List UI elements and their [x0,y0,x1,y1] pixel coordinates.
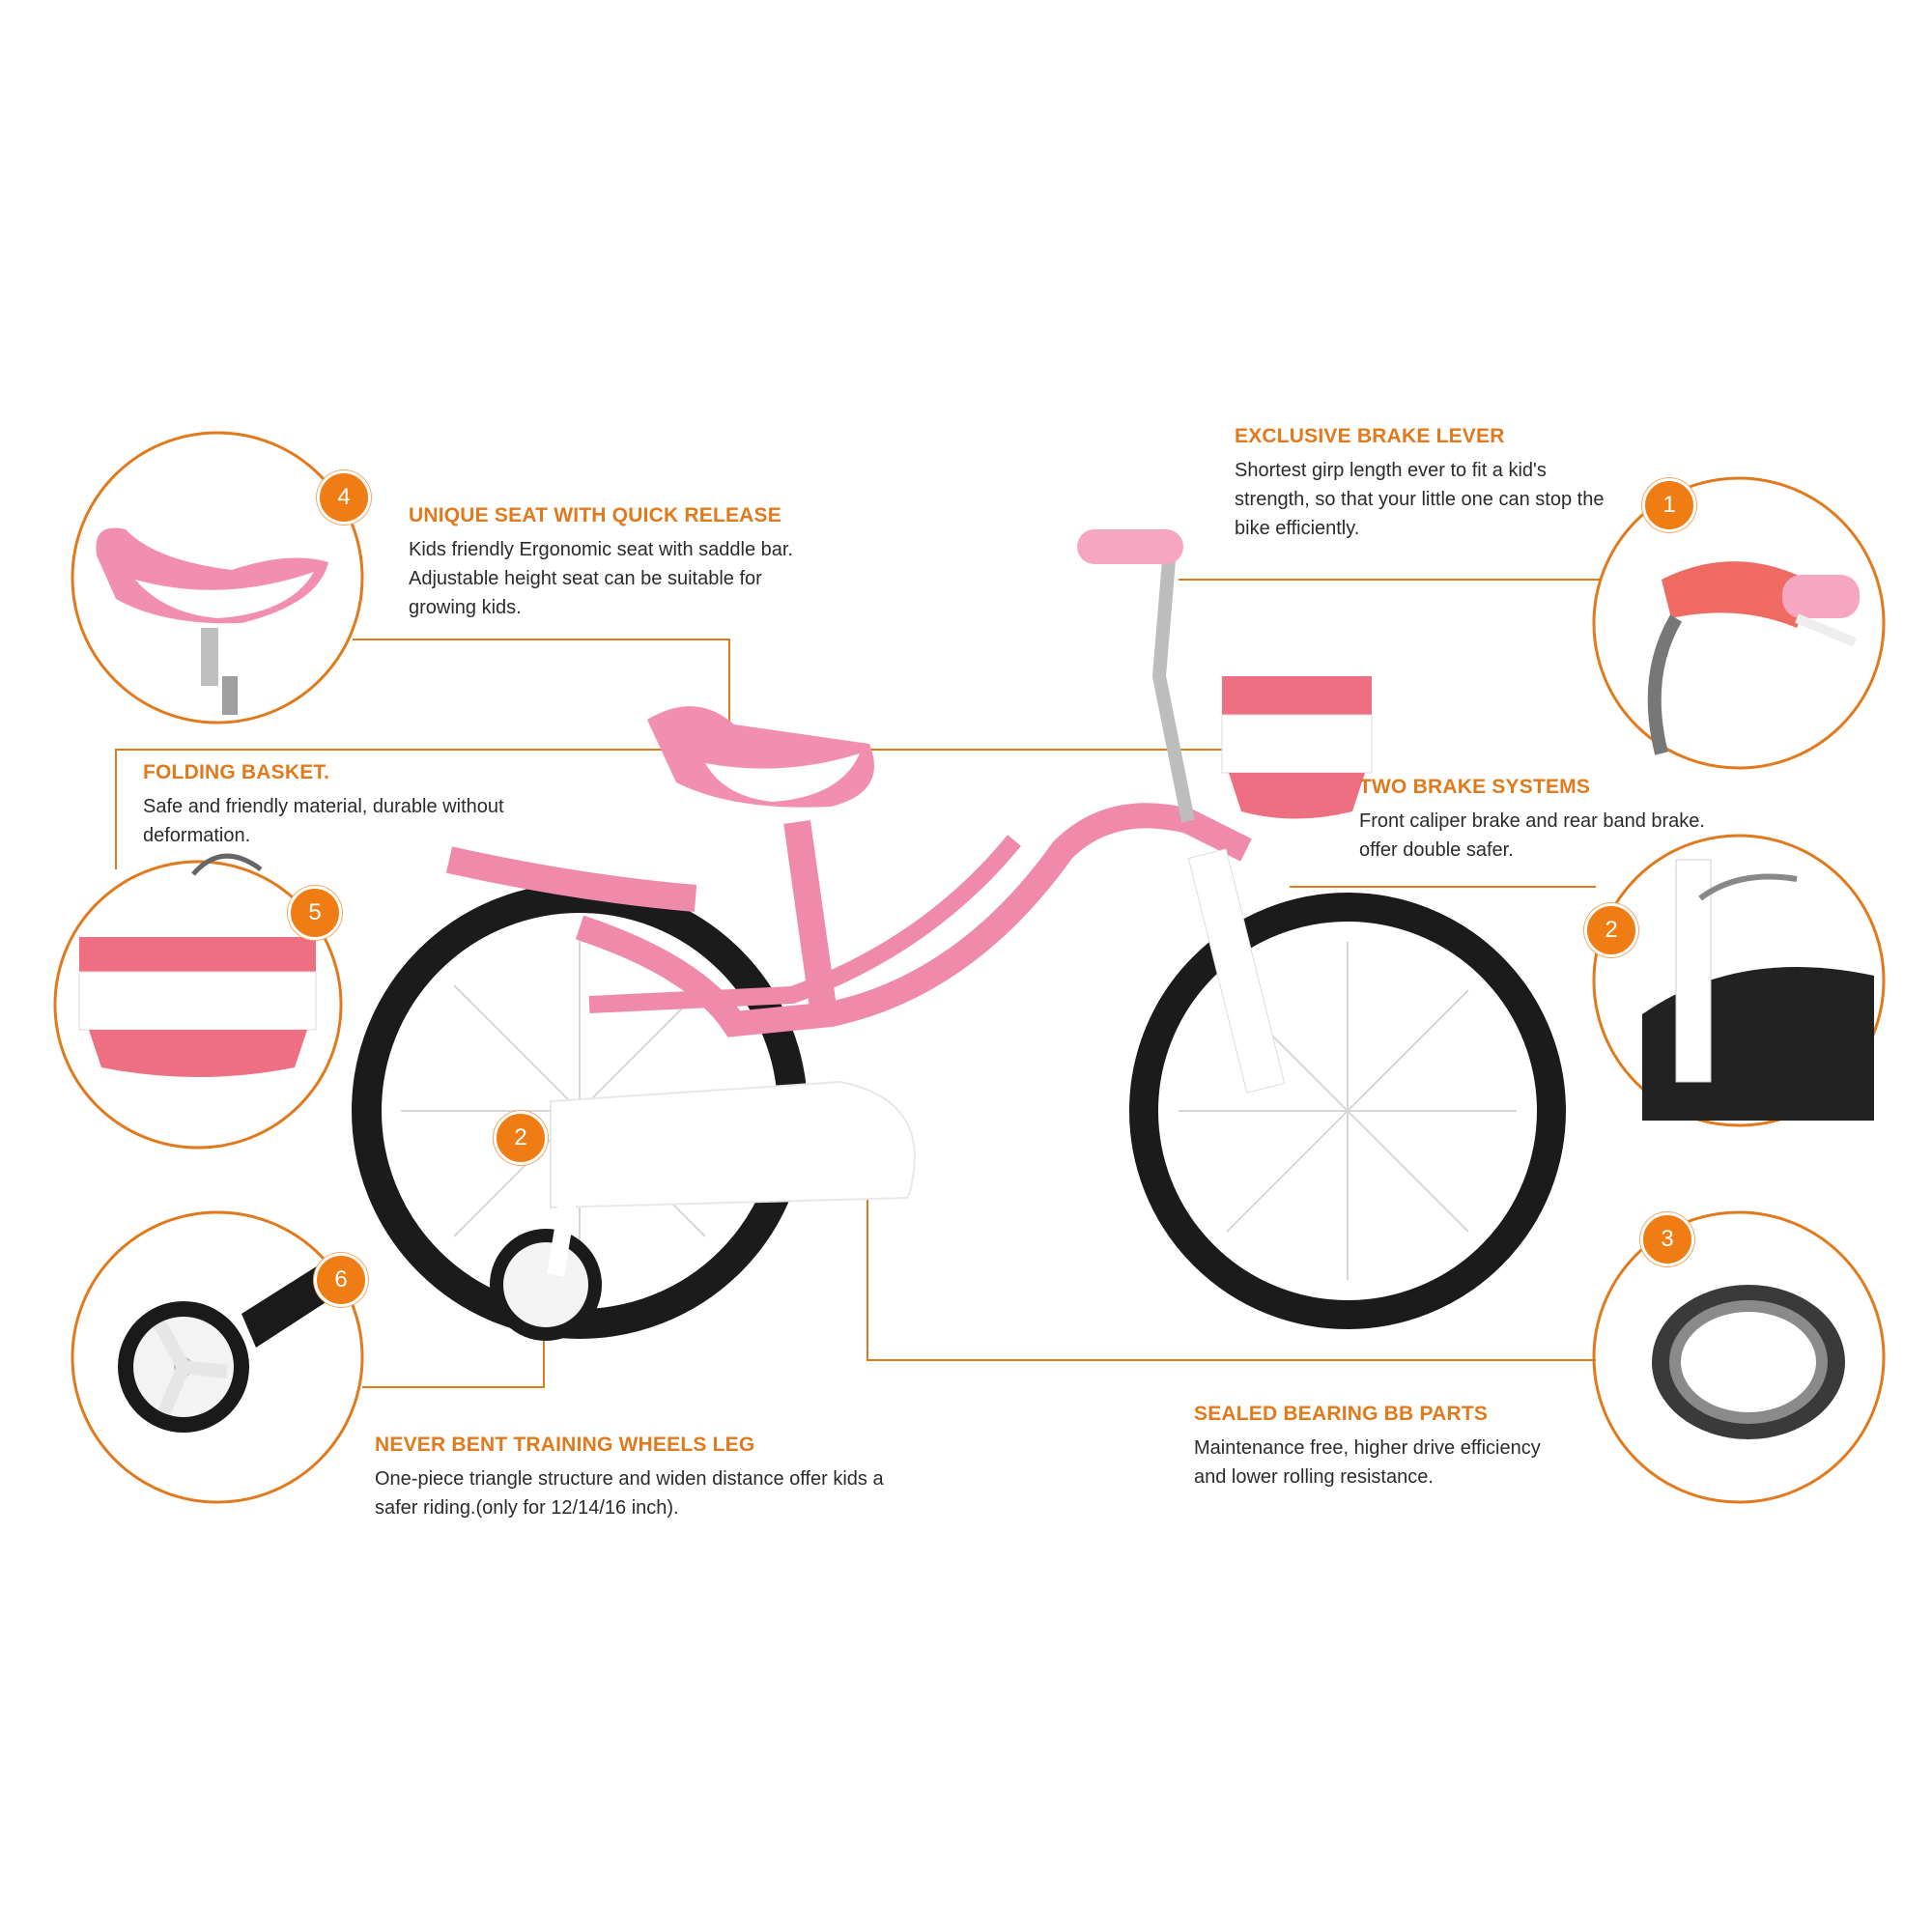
brake-systems-title: TWO BRAKE SYSTEMS [1359,776,1591,798]
brake-lever-title: EXCLUSIVE BRAKE LEVER [1235,425,1505,447]
bearing-detail-icon [1652,1285,1845,1439]
bearing-detail-circle [1592,1210,1886,1504]
basket-title: FOLDING BASKET. [143,761,330,783]
training-wheels-line-2: safer riding.(only for 12/14/16 inch). [375,1497,679,1519]
seat-line-1: Kids friendly Ergonomic seat with saddle… [409,539,793,560]
badge-1-label: 1 [1662,492,1676,518]
badge-4: 4 [317,470,371,525]
callout-training-wheels: NEVER BENT TRAINING WHEELS LEG One-piece… [375,1434,935,1522]
basket-line-2: deformation. [143,825,251,846]
bearing-line-1: Maintenance free, higher drive efficienc… [1194,1437,1541,1459]
badge-4-label: 4 [337,484,351,510]
badge-6: 6 [314,1253,368,1307]
bicycle-illustration [352,529,1566,1341]
callout-bearing: SEALED BEARING BB PARTS Maintenance free… [1194,1403,1619,1492]
basket-detail-icon [78,853,317,1077]
brake-lever-detail-icon [1647,561,1860,755]
badge-5: 5 [288,886,342,940]
badge-1: 1 [1642,478,1696,532]
badge-2-detail-label: 2 [1605,917,1618,943]
training-detail-circle [71,1210,364,1504]
callout-brake-lever: EXCLUSIVE BRAKE LEVER Shortest girp leng… [1235,425,1660,543]
callout-seat: UNIQUE SEAT WITH QUICK RELEASE Kids frie… [409,504,872,622]
badge-2-bike-label: 2 [514,1124,527,1151]
connector-seat [353,639,730,726]
callout-basket: FOLDING BASKET. Safe and friendly materi… [143,761,587,850]
brake-lever-line-3: bike efficiently. [1235,518,1360,539]
basket-line-1: Safe and friendly material, durable with… [143,796,504,817]
badge-6-label: 6 [334,1266,348,1293]
badge-3-label: 3 [1661,1226,1674,1252]
rear-brake-detail-icon [1642,859,1874,1121]
rear-brake-detail-circle [1592,834,1886,1127]
seat-line-2: Adjustable height seat can be suitable f… [409,568,762,589]
brake-lever-line-2: strength, so that your little one can st… [1235,489,1605,510]
seat-title: UNIQUE SEAT WITH QUICK RELEASE [409,504,781,526]
bearing-line-2: and lower rolling resistance. [1194,1466,1434,1488]
badge-5-label: 5 [308,899,322,925]
brake-lever-line-1: Shortest girp length ever to fit a kid's [1235,460,1547,481]
training-wheels-title: NEVER BENT TRAINING WHEELS LEG [375,1434,755,1456]
brake-systems-line-1: Front caliper brake and rear band brake. [1359,810,1705,832]
brake-systems-line-2: offer double safer. [1359,839,1514,861]
badge-2-bike: 2 [494,1111,548,1165]
brake-lever-detail-circle [1592,476,1886,770]
callout-brake-systems: TWO BRAKE SYSTEMS Front caliper brake an… [1359,776,1784,865]
detail-circles [53,431,1886,1504]
seat-detail-icon [96,527,328,715]
badge-2-detail: 2 [1584,903,1638,957]
badge-3: 3 [1640,1212,1694,1266]
seat-line-3: growing kids. [409,597,522,618]
seat-detail-circle [71,431,364,724]
training-wheels-line-1: One-piece triangle structure and widen d… [375,1468,884,1490]
bearing-title: SEALED BEARING BB PARTS [1194,1403,1489,1425]
basket-detail-circle [53,860,343,1150]
